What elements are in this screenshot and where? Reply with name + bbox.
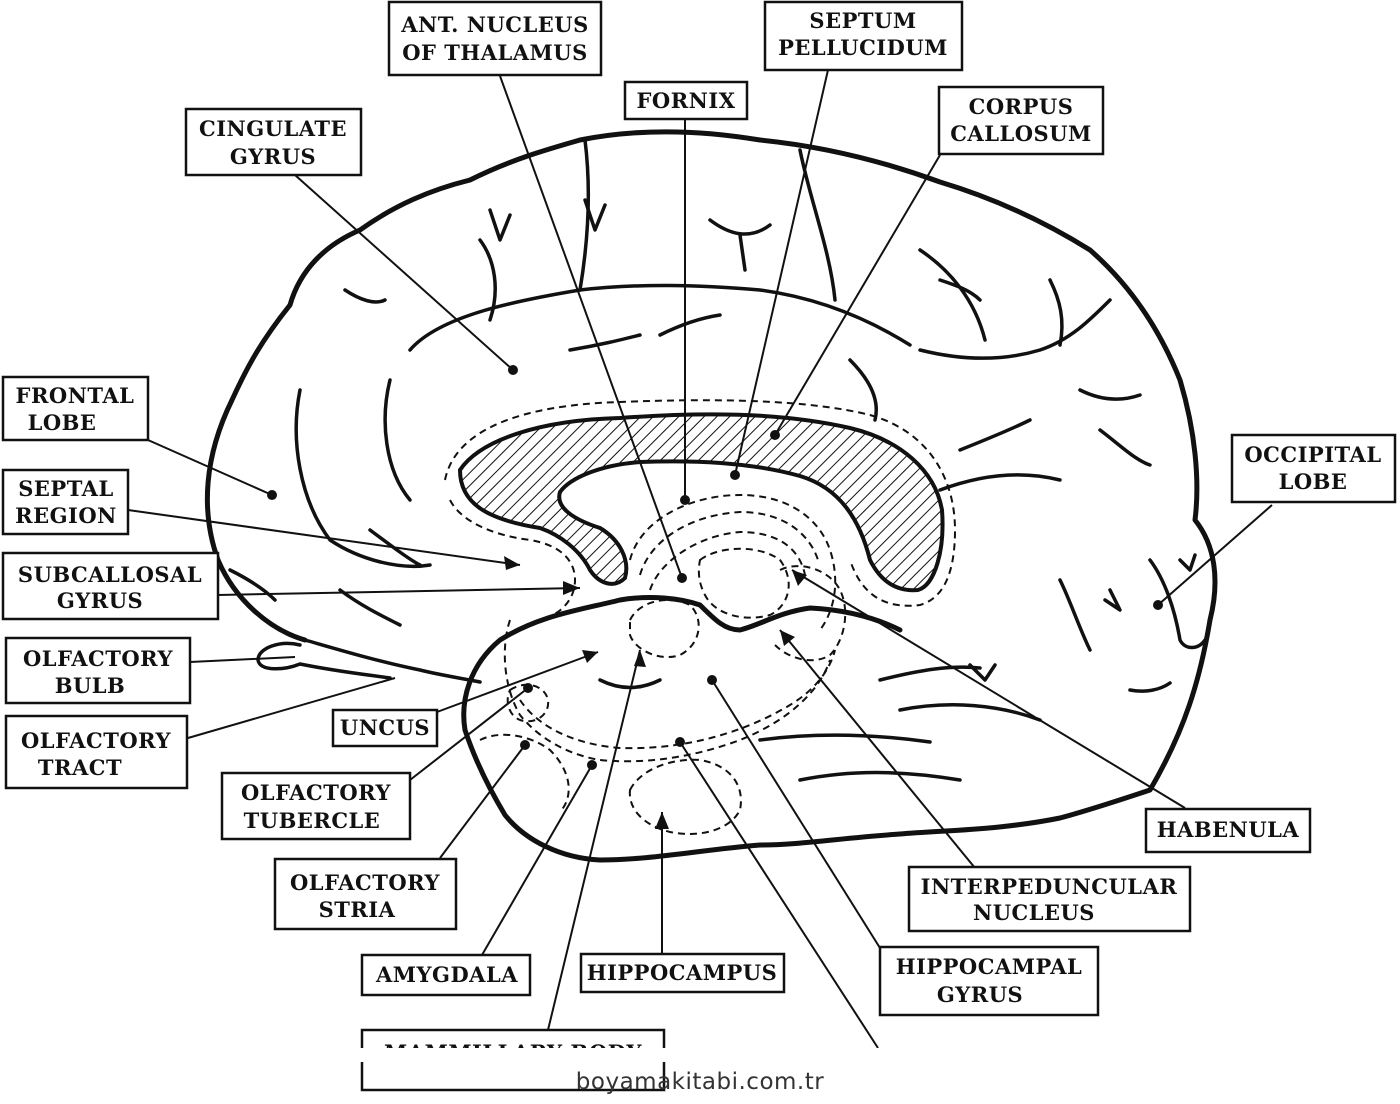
label-line: SUBCALLOSAL [18, 562, 202, 587]
label-interpeduncular-nucleus: INTERPEDUNCULAR NUCLEUS [907, 865, 1192, 933]
label-line: CALLOSUM [950, 121, 1092, 146]
label-line: AMYGDALA [375, 962, 518, 987]
label-line: INTERPEDUNCULAR [921, 874, 1178, 899]
label-line: OLFACTORY [21, 728, 171, 753]
label-line: SEPTAL [18, 476, 114, 501]
label-olfactory-bulb: OLFACTORY BULB [4, 636, 192, 705]
thalamus-dashed [697, 547, 790, 619]
hippocampus-dashed-2 [519, 649, 836, 750]
label-corpus-callosum: CORPUS CALLOSUM [937, 85, 1105, 156]
label-line: OLFACTORY [23, 646, 173, 671]
callosum-dashed-inner [449, 499, 577, 621]
label-line: GYRUS [937, 982, 1023, 1007]
watermark-text: boyamakitabi.com.tr [575, 1069, 825, 1095]
label-uncus: UNCUS [331, 708, 439, 748]
label-amygdala: AMYGDALA [360, 953, 532, 997]
olfactory-base [303, 638, 482, 684]
leader-lines [127, 69, 1273, 1049]
label-line: CINGULATE [199, 116, 347, 141]
label-olfactory-stria: OLFACTORY STRIA [273, 857, 458, 931]
label-ant-nucleus: ANT. NUCLEUS OF THALAMUS [387, 0, 603, 77]
label-line: REGION [15, 503, 117, 528]
hippocampus-dashed-3 [628, 758, 742, 835]
corpus-callosum [457, 412, 945, 593]
label-subcallosal-gyrus: SUBCALLOSAL GYRUS [1, 551, 220, 621]
label-line: BULB [55, 673, 126, 698]
label-olfactory-tract: OLFACTORY TRACT [4, 714, 189, 790]
label-line: FRONTAL [16, 383, 135, 408]
endpoint-dots [267, 365, 1163, 770]
gyri-strokes [228, 138, 1207, 782]
label-hippocampal-gyrus: HIPPOCAMPAL GYRUS [878, 945, 1100, 1017]
hippocampus-dashed [503, 619, 831, 763]
label-occipital-lobe: OCCIPITAL LOBE [1230, 433, 1397, 504]
label-line: HABENULA [1157, 817, 1300, 842]
fornix-dashed [629, 493, 837, 631]
label-line: OLFACTORY [241, 780, 391, 805]
fornix-dashed-2 [639, 510, 819, 576]
label-line: HIPPOCAMPUS [587, 960, 778, 985]
label-line: TUBERCLE [244, 808, 381, 833]
fornix-dashed-3 [649, 530, 806, 591]
label-line: OCCIPITAL [1244, 442, 1381, 467]
label-line: PELLUCIDUM [778, 35, 948, 60]
label-septum-pellucidum: SEPTUM PELLUCIDUM [763, 0, 964, 72]
label-line: STRIA [319, 897, 396, 922]
label-hippocampus: HIPPOCAMPUS [579, 952, 786, 994]
label-line: GYRUS [230, 144, 316, 169]
label-olfactory-tubercle: OLFACTORY TUBERCLE [220, 771, 412, 841]
label-frontal-lobe: FRONTAL LOBE [1, 375, 150, 442]
label-line: CORPUS [969, 94, 1074, 119]
label-line: OF THALAMUS [402, 40, 588, 65]
bottom-crop-mask [0, 1048, 1400, 1062]
mammillary-dashed [629, 599, 700, 659]
label-line: FORNIX [637, 88, 736, 113]
label-line: LOBE [1279, 469, 1348, 494]
label-habenula: HABENULA [1144, 807, 1312, 854]
amygdala-dashed [479, 733, 570, 813]
label-line: OLFACTORY [290, 870, 440, 895]
label-line: TRACT [38, 755, 122, 780]
label-septal-region: SEPTAL REGION [1, 468, 130, 536]
label-cingulate-gyrus: CINGULATE GYRUS [184, 107, 363, 177]
brain-outline [204, 129, 1218, 863]
label-line: GYRUS [57, 588, 143, 613]
callosum-dashed-outline [444, 399, 957, 607]
arrowheads [504, 556, 807, 829]
label-line: UNCUS [340, 715, 430, 740]
label-line: NUCLEUS [973, 900, 1095, 925]
watermark-footer: boyamakitabi.com.tr [0, 1060, 1400, 1104]
olfactory-bulb-shape [256, 641, 392, 680]
label-line: ANT. NUCLEUS [400, 12, 589, 37]
temporal-lobe-outline [461, 595, 903, 733]
label-line: HIPPOCAMPAL [896, 954, 1083, 979]
label-fornix: FORNIX [623, 80, 749, 121]
uncus-dashed [506, 683, 550, 723]
label-line: SEPTUM [809, 8, 916, 33]
label-line: LOBE [28, 410, 97, 435]
